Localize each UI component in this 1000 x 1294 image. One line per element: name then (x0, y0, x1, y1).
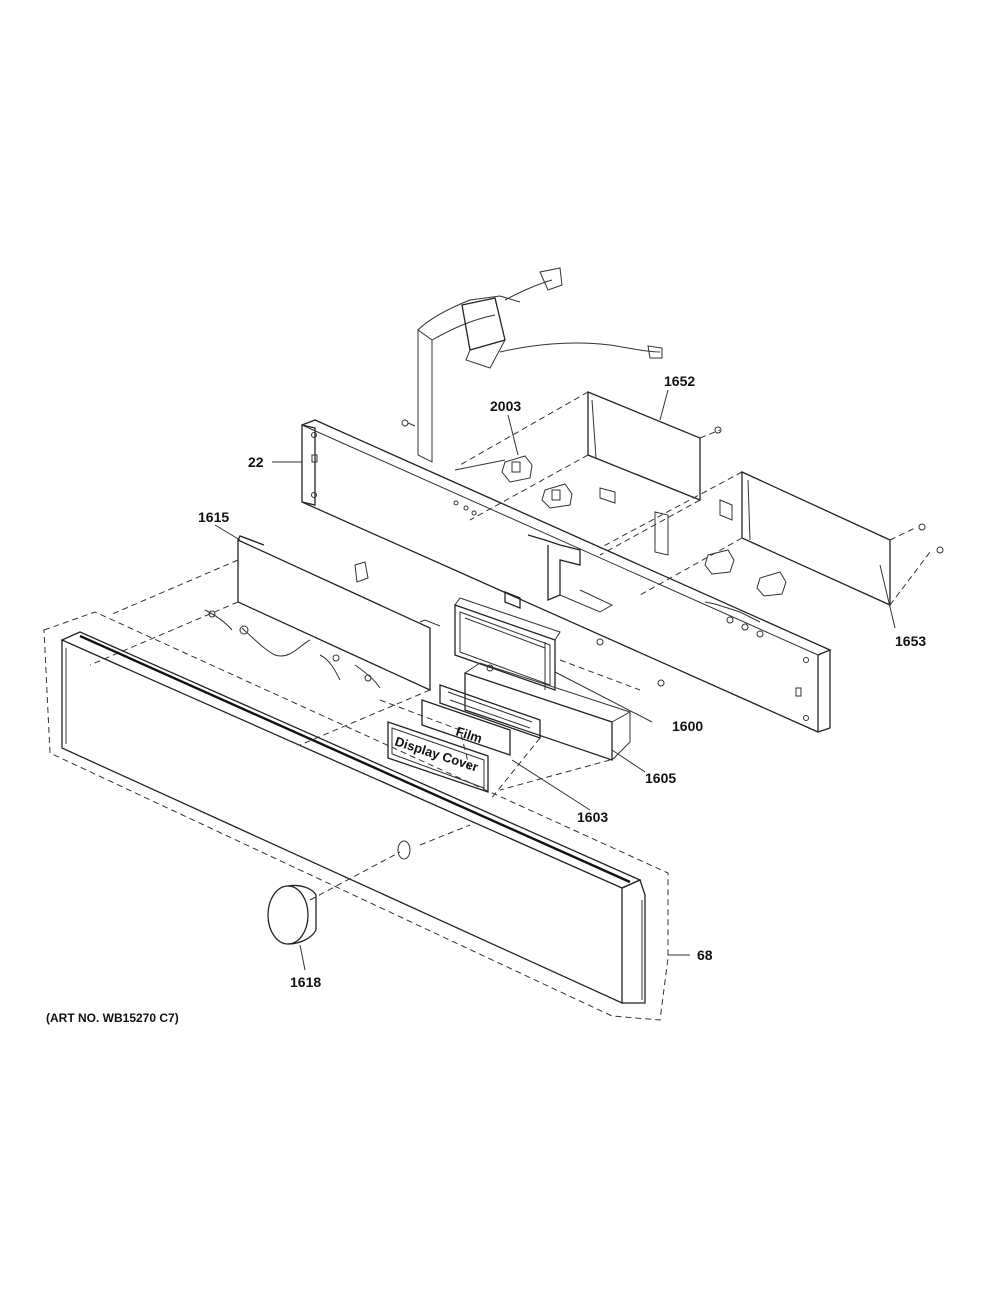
callout-1615: 1615 (198, 509, 229, 525)
callout-1603: 1603 (577, 809, 608, 825)
callout-1653: 1653 (895, 633, 926, 649)
wiring-harness (417, 267, 663, 463)
relay-2003 (454, 455, 573, 509)
film-tag: Film (454, 724, 484, 747)
display-assembly (379, 597, 641, 801)
art-number: (ART NO. WB15270 C7) (46, 1011, 179, 1025)
callout-1652: 1652 (664, 373, 695, 389)
callout-1618: 1618 (290, 974, 321, 990)
front-control-panel-68 (43, 611, 669, 1021)
callout-labels: 1652 2003 22 1615 1653 1600 1605 1603 68… (198, 373, 926, 990)
control-board-1653 (599, 470, 944, 607)
wire-tray-1615 (89, 535, 441, 746)
callout-68: 68 (697, 947, 713, 963)
callout-22: 22 (248, 454, 264, 470)
leader-lines (214, 389, 896, 971)
callout-1600: 1600 (672, 718, 703, 734)
control-bracket (301, 419, 832, 733)
callout-2003: 2003 (490, 398, 521, 414)
control-knob-1618 (267, 824, 471, 945)
callout-1605: 1605 (645, 770, 676, 786)
control-board-1652 (459, 391, 722, 556)
